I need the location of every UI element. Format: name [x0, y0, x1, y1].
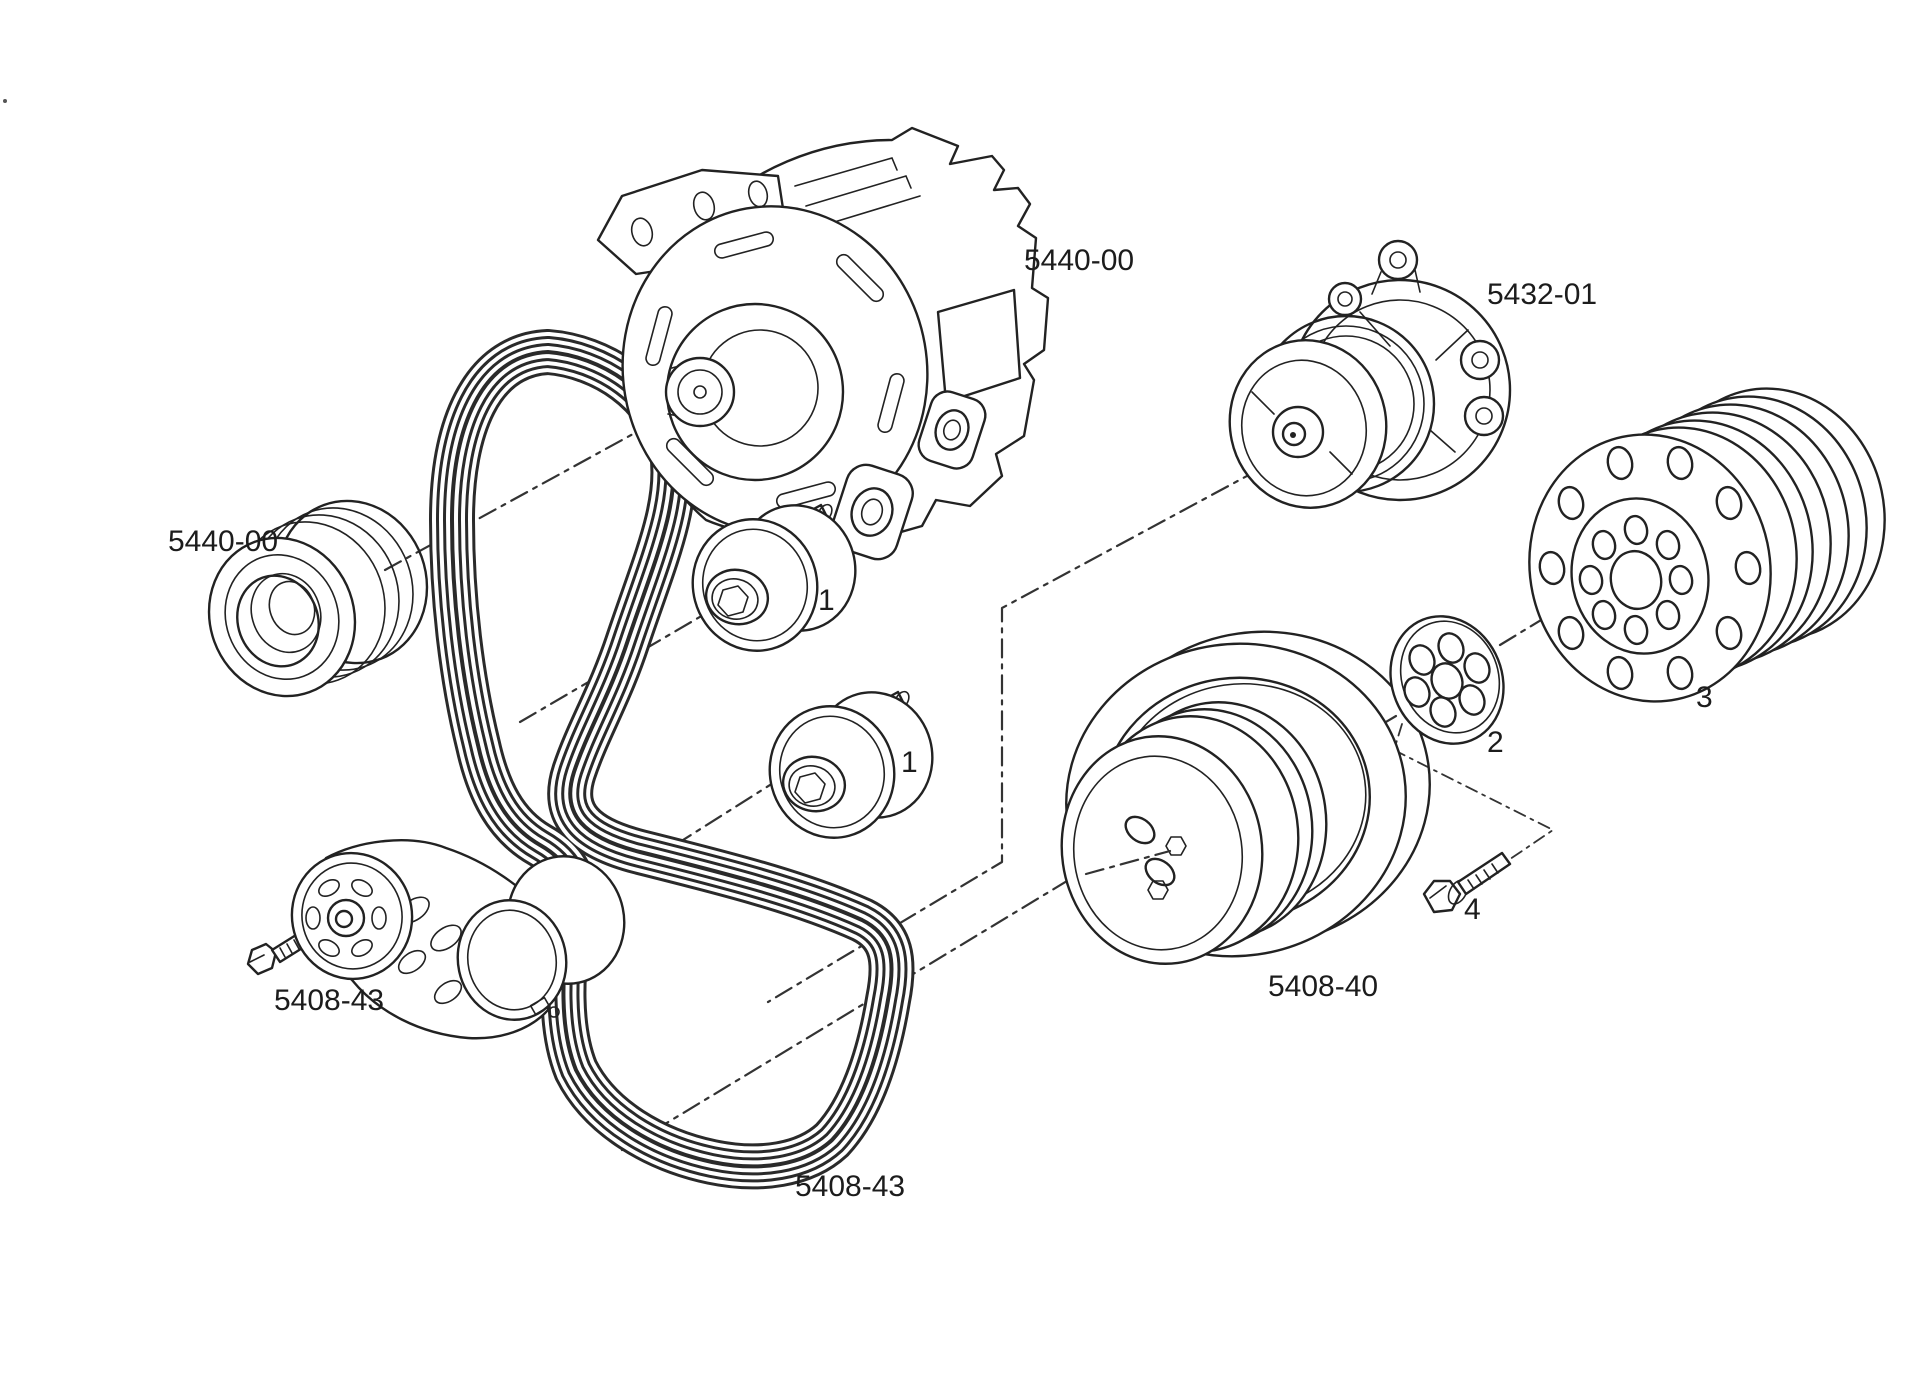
label-belt: 5408-43 [795, 1170, 905, 1203]
label-tensioner: 5408-43 [274, 984, 384, 1017]
spacer-plate-drawing [1389, 615, 1505, 745]
label-idler-lower: 1 [901, 746, 918, 779]
crankshaft-pulley-drawing [1528, 387, 1886, 703]
damper-hub-details [1124, 815, 1187, 900]
tensioner-pin [529, 996, 560, 1018]
crankshaft-damper-drawing [1060, 630, 1431, 965]
tensioner-roller-front [456, 899, 568, 1021]
pulley-bolt-drawing [1422, 851, 1512, 914]
alternator-pulley-drawing [207, 499, 429, 698]
label-bolt: 4 [1464, 893, 1481, 926]
water-pump-drawing [1228, 239, 1512, 509]
damper-pulley-face [1060, 735, 1264, 965]
label-crank-damper: 5408-40 [1268, 970, 1378, 1003]
label-idler-upper: 1 [818, 584, 835, 617]
part-labels: 5440-00 5432-01 5440-00 1 1 5408-43 5408… [168, 244, 1713, 1203]
label-alternator: 5440-00 [1024, 244, 1134, 277]
alternator-fins [794, 157, 921, 228]
tensioner-spoked-wheel [290, 851, 414, 981]
label-crank-pulley: 3 [1696, 681, 1713, 714]
spacer-holes [1403, 632, 1491, 728]
crank-pulley-hub [1570, 497, 1710, 655]
axis-crankshaft-b [1084, 849, 1172, 876]
label-spacer: 2 [1487, 726, 1504, 759]
label-alternator-pulley: 5440-00 [168, 525, 278, 558]
alternator-drawing [596, 126, 1050, 561]
label-water-pump: 5432-01 [1487, 278, 1597, 311]
alternator-mount-lugs [830, 390, 987, 561]
crank-pulley-inner-holes [1578, 514, 1694, 646]
leader-spacer-to-bolt [1393, 723, 1554, 875]
print-speck [3, 99, 7, 103]
axis-crankshaft-a [620, 876, 1074, 1152]
water-pump-bosses [1327, 239, 1505, 437]
alternator-shaft [664, 356, 736, 428]
tensioner-arm-cutouts [397, 896, 463, 1005]
tensioner-drawing [246, 839, 626, 1040]
crank-pulley-outer-holes [1538, 445, 1762, 691]
alternator-side-panel [936, 288, 1022, 404]
